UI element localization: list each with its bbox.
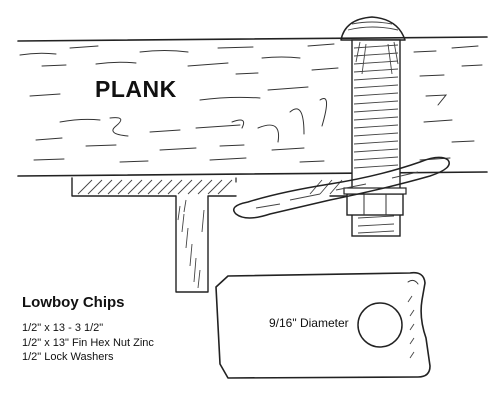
clip-plate-corner-mark bbox=[407, 279, 419, 285]
bolt-head bbox=[340, 16, 406, 41]
plank-bottom-edge bbox=[17, 171, 488, 177]
frame-outline bbox=[71, 177, 237, 293]
clip-tongue-shading bbox=[255, 171, 419, 209]
hex-nut bbox=[346, 193, 404, 216]
spec-item: 1/2" Lock Washers bbox=[22, 351, 114, 363]
spec-item: 1/2" x 13 - 3 1/2" bbox=[22, 322, 104, 334]
diameter-label: 9/16" Diameter bbox=[269, 316, 349, 330]
wood-grain-strokes bbox=[19, 43, 483, 163]
clip-plate-shading bbox=[407, 295, 415, 359]
spec-item: 1/2" x 13" Fin Hex Nut Zinc bbox=[22, 336, 154, 349]
bolt-shank-shading bbox=[355, 41, 399, 75]
lock-washer bbox=[343, 187, 407, 195]
clip-plate bbox=[215, 271, 431, 379]
spec-list: 1/2" x 13 - 3 1/2" 1/2" x 13" Fin Hex Nu… bbox=[22, 321, 154, 365]
bolt-head-shading bbox=[347, 21, 399, 31]
spec-title: Lowboy Chips bbox=[22, 294, 125, 311]
clip-tongue bbox=[233, 156, 450, 219]
plank-top-edge bbox=[17, 36, 488, 42]
bolt-hole bbox=[357, 302, 403, 348]
frame-hatching bbox=[77, 179, 343, 289]
plank-label: PLANK bbox=[95, 76, 177, 102]
